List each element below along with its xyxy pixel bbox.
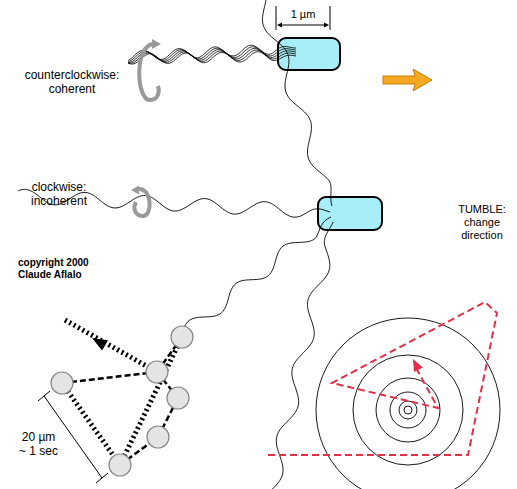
trajectory-segment <box>62 383 120 465</box>
flagellum-bundle <box>128 52 296 64</box>
text-label: clockwise: incoherent <box>14 180 104 208</box>
cell-position <box>167 387 189 409</box>
bacterium-cell <box>318 197 382 230</box>
concentration-contour <box>404 406 412 414</box>
cell-position <box>147 426 169 448</box>
flagellum <box>272 222 333 489</box>
flagellum-bundle <box>128 48 296 62</box>
dimension-line <box>276 6 330 30</box>
biased-walk-path <box>268 302 497 455</box>
biased-walk-arrowhead <box>413 359 423 372</box>
text-label: TUMBLE: change direction <box>448 203 516 242</box>
trajectory-segment <box>62 372 157 383</box>
cell-position <box>51 372 73 394</box>
cell-position <box>109 454 131 476</box>
trajectory-segment <box>65 320 157 372</box>
flagellum <box>262 0 332 206</box>
text-label: copyright 2000 Claude Aflalo <box>18 257 103 281</box>
dimension-arrow <box>324 23 329 28</box>
rotation-arrowhead <box>152 39 161 49</box>
rotation-arrowhead <box>131 186 139 195</box>
text-label: counterclockwise: coherent <box>12 68 132 96</box>
text-label: 1 µm <box>276 8 330 21</box>
concentration-contour <box>316 318 500 489</box>
flagellum-bundle <box>128 50 296 63</box>
concentration-contour <box>399 401 417 419</box>
concentration-contour <box>376 378 440 442</box>
rotation-arrow <box>139 44 158 100</box>
cell-position <box>171 326 193 348</box>
cell-position <box>146 361 168 383</box>
trajectory-arrowhead <box>92 338 108 351</box>
dimension-arrow <box>277 23 282 28</box>
text-label: 20 µm ~ 1 sec <box>18 430 59 458</box>
concentration-contour <box>353 355 463 465</box>
direction-arrow <box>383 69 432 91</box>
